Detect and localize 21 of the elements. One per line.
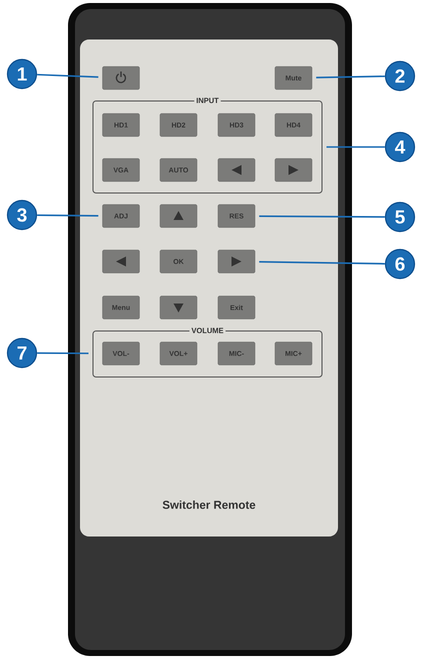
leader-line [259,215,385,218]
callout-number: 7 [6,338,38,368]
leader-line [326,146,385,148]
button [102,66,140,90]
callout-number: 4 [384,132,416,162]
callout-number: 3 [6,200,38,230]
callout-number: 6 [384,248,416,280]
callout-number: 5 [384,202,416,232]
callout-number: 1 [6,58,38,90]
leader-line [37,214,98,217]
leader-line [316,76,385,78]
button [160,296,198,320]
button [218,158,256,182]
button [102,250,140,274]
button [274,158,312,182]
leader-line [37,352,88,354]
leader-line [37,74,98,78]
leader-line [259,261,385,265]
button [160,204,198,228]
callout-number: 2 [384,60,416,92]
button [218,250,256,274]
